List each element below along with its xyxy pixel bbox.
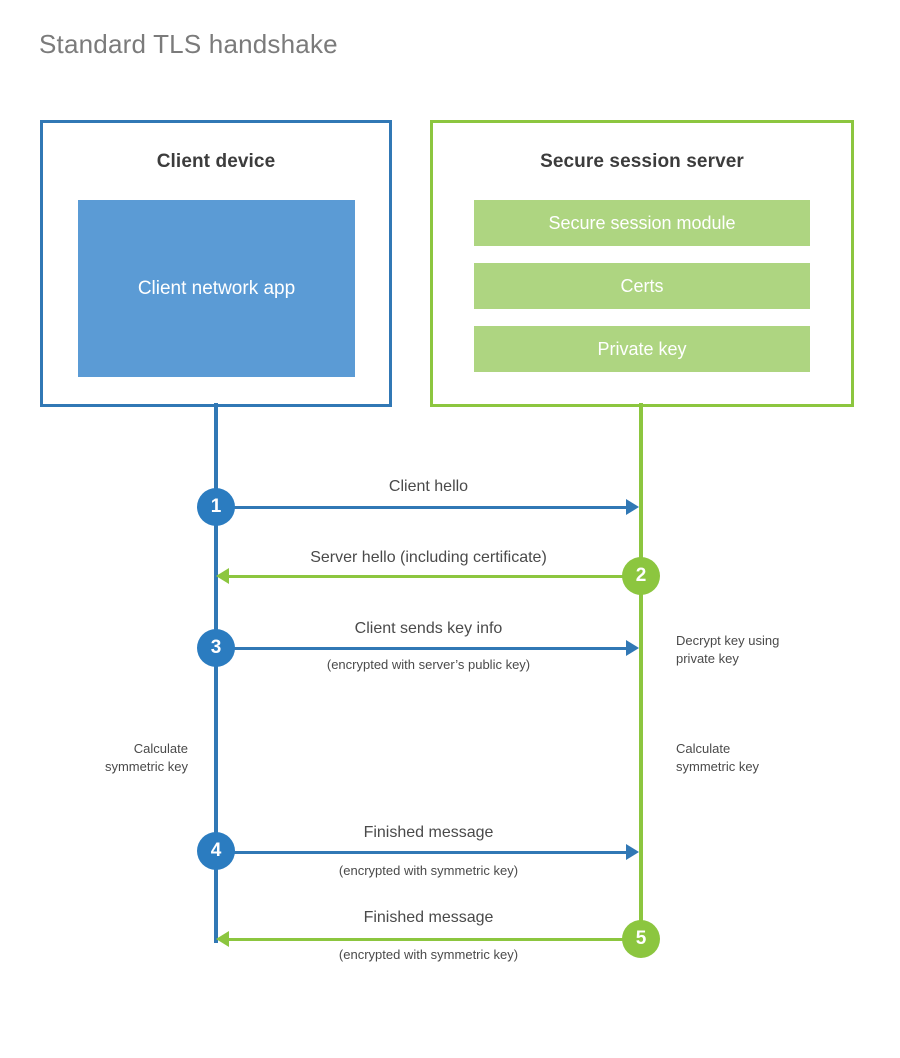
- step-4-arrow-line: [216, 851, 628, 854]
- client-calculate-symmetric-key-note: Calculate symmetric key: [0, 740, 188, 775]
- server-calculate-symmetric-key-note: Calculate symmetric key: [676, 740, 759, 775]
- step-2-label: Server hello (including certificate): [310, 549, 547, 566]
- step-3-label: Client sends key info: [354, 620, 503, 637]
- step-5-sublabel: (encrypted with symmetric key): [338, 947, 519, 962]
- step-1-arrow-head-icon: [626, 499, 639, 515]
- client-calculate-note-line1: Calculate: [133, 741, 188, 756]
- server-block-secure-session-module: Secure session module: [474, 200, 810, 246]
- decrypt-key-note-line2: private key: [676, 650, 739, 666]
- step-3-arrow-head-icon: [626, 640, 639, 656]
- client-device-title: Client device: [156, 151, 276, 172]
- step-5-label: Finished message: [363, 909, 494, 926]
- client-calculate-note-line2: symmetric key: [104, 758, 188, 774]
- secure-session-server-title: Secure session server: [540, 151, 744, 172]
- client-device-box: Client device Client network app: [40, 120, 392, 407]
- decrypt-key-note: Decrypt key using private key: [676, 632, 779, 667]
- step-2-arrow-line: [229, 575, 641, 578]
- page-title: Standard TLS handshake: [39, 29, 338, 59]
- client-network-app-block: Client network app: [78, 200, 355, 377]
- server-lifeline: [639, 403, 643, 941]
- step-3-sublabel: (encrypted with server’s public key): [326, 657, 531, 672]
- step-3-circle: 3: [197, 629, 235, 667]
- step-2-arrow-head-icon: [216, 568, 229, 584]
- step-4-sublabel: (encrypted with symmetric key): [338, 863, 519, 878]
- step-4-label: Finished message: [363, 824, 494, 841]
- step-5-arrow-head-icon: [216, 931, 229, 947]
- step-2-circle: 2: [622, 557, 660, 595]
- step-3-arrow-line: [216, 647, 628, 650]
- step-5-circle: 5: [622, 920, 660, 958]
- step-4-arrow-head-icon: [626, 844, 639, 860]
- server-calculate-note-line2: symmetric key: [676, 758, 760, 774]
- secure-session-server-box: Secure session server Secure session mod…: [430, 120, 854, 407]
- server-calculate-note-line1: Calculate: [676, 741, 731, 756]
- server-block-private-key: Private key: [474, 326, 810, 372]
- decrypt-key-note-line1: Decrypt key using: [676, 633, 780, 648]
- server-block-certs: Certs: [474, 263, 810, 309]
- client-lifeline: [214, 403, 218, 943]
- step-1-label: Client hello: [388, 478, 469, 495]
- step-4-circle: 4: [197, 832, 235, 870]
- step-1-circle: 1: [197, 488, 235, 526]
- step-5-arrow-line: [229, 938, 641, 941]
- step-1-arrow-line: [216, 506, 628, 509]
